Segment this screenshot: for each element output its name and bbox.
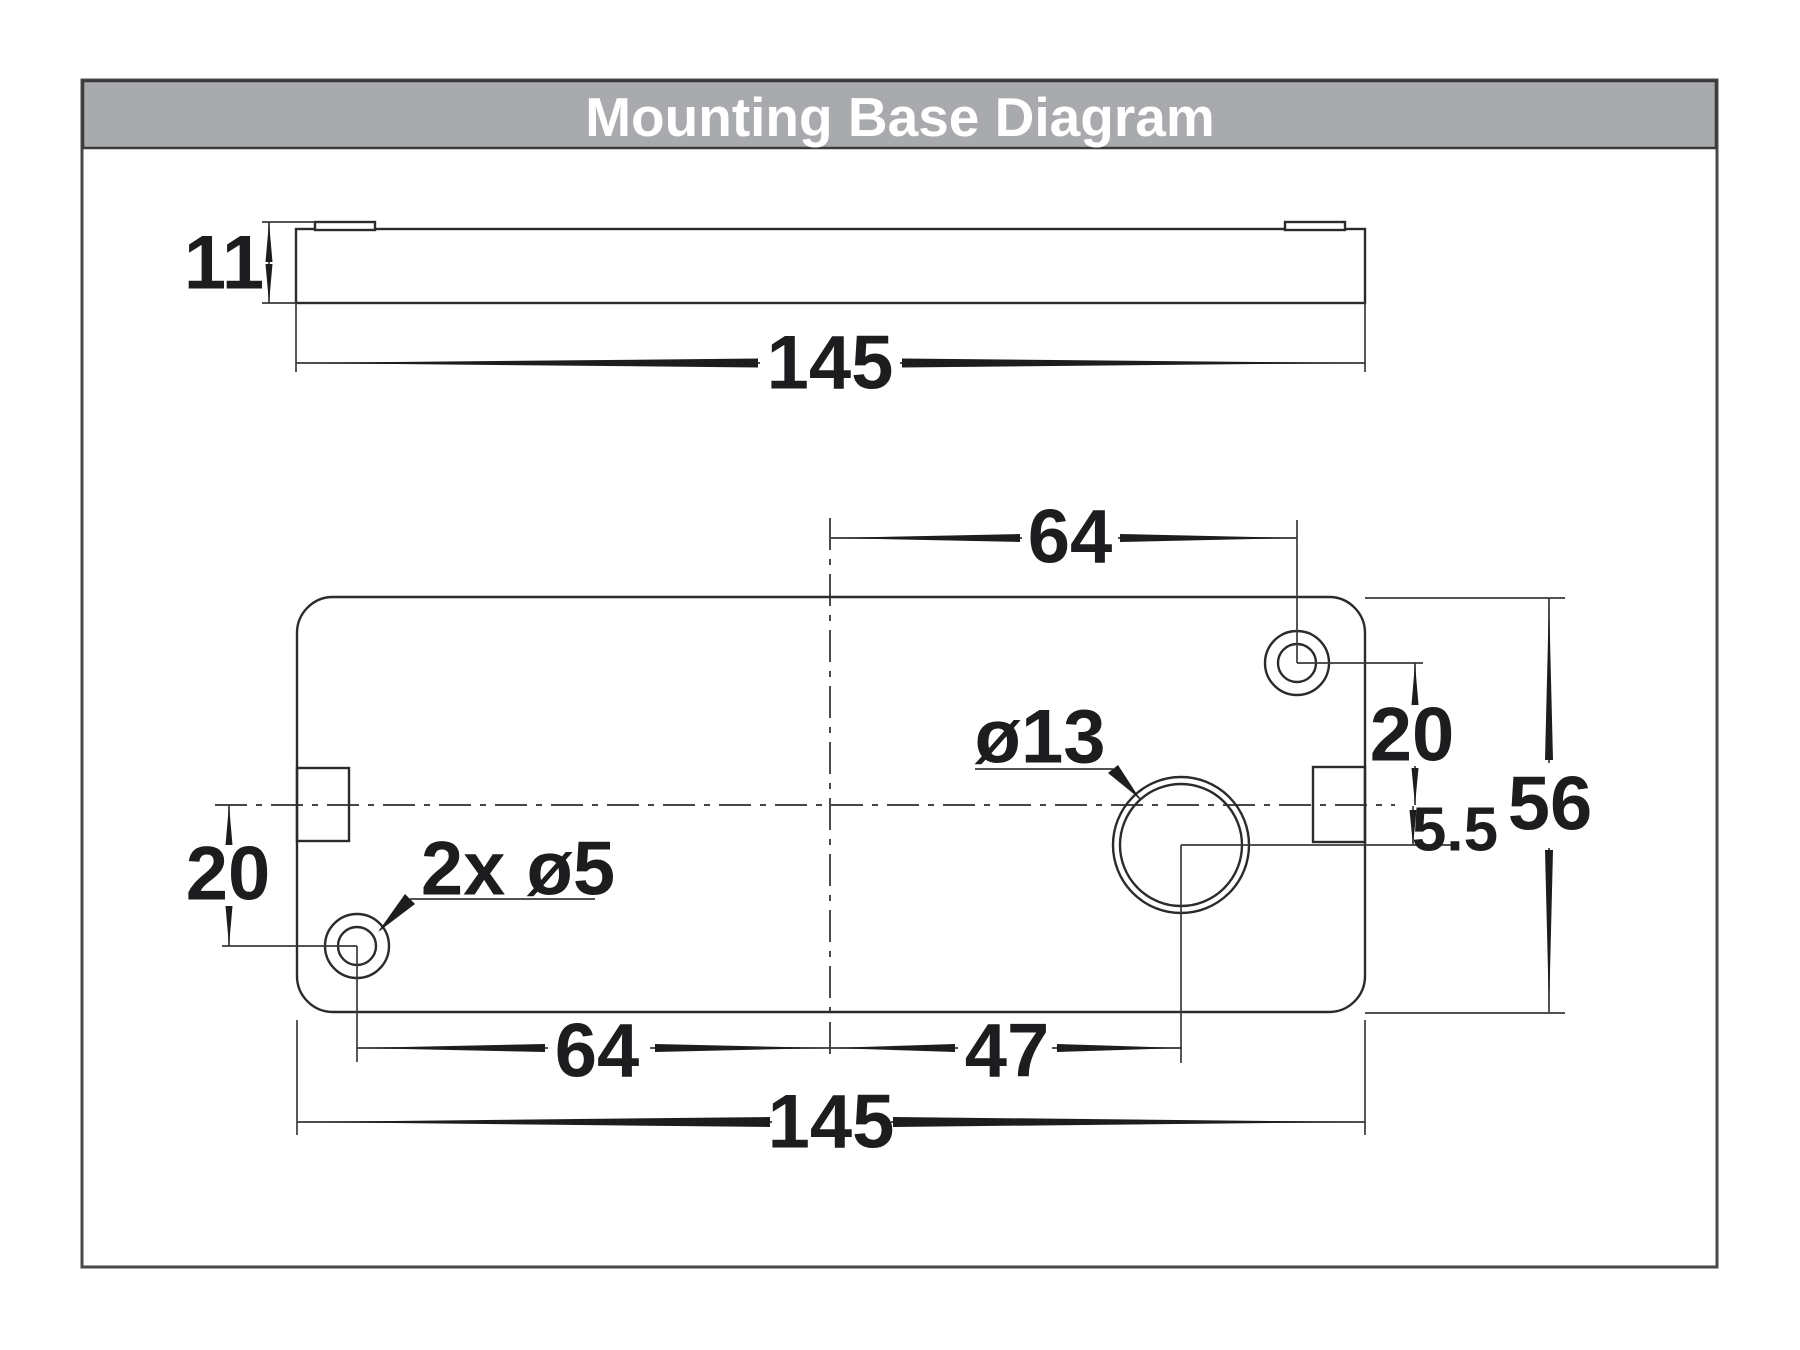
dim-left-vertical-offset: 20: [186, 805, 357, 947]
plan-view-left-tab: [295, 766, 351, 843]
dim-plate-height: 56: [1365, 597, 1593, 1014]
leader-screw-hole-note: 2x ø5: [378, 827, 615, 932]
dim-label-side-width: 145: [767, 321, 894, 406]
dim-right-vertical-offset: 20: [1297, 662, 1455, 805]
dim-label-center-offset: 5.5: [1412, 796, 1498, 865]
page-title: Mounting Base Diagram: [585, 86, 1215, 148]
dim-label-top-hole-offset: 64: [1028, 495, 1113, 580]
dim-center-offset: 5.5: [1181, 796, 1498, 865]
dim-bottom-offsets: 64 47: [356, 845, 1182, 1094]
dim-label-plate-width: 145: [768, 1080, 895, 1165]
dim-top-hole-offset: 64: [831, 495, 1298, 663]
dim-label-plate-height: 56: [1508, 762, 1593, 847]
arrow-right: [902, 358, 1365, 368]
title-bar-background: [81, 79, 1718, 150]
dim-side-thickness: 11: [184, 221, 315, 306]
dim-side-width: 145: [295, 303, 1366, 406]
side-view-body: [294, 227, 1367, 305]
side-view-right-tab: [1283, 220, 1347, 232]
dim-label-left-vertical-offset: 20: [186, 832, 271, 917]
dim-label-side-thickness: 11: [184, 221, 264, 306]
dim-plate-width: 145: [296, 1020, 1366, 1165]
title-bar: Mounting Base Diagram: [81, 79, 1718, 150]
screw-hole-note-label: 2x ø5: [421, 827, 615, 912]
arrow-up: [265, 222, 273, 262]
plan-view-right-tab: [1311, 765, 1367, 844]
leader-big-hole: ø13: [975, 695, 1141, 800]
dim-label-right-vertical-offset: 20: [1370, 693, 1455, 778]
arrow-down: [265, 264, 273, 303]
dim-label-bottom-left-offset: 64: [555, 1009, 640, 1094]
plan-view: 64 2x ø5 ø13 20: [186, 495, 1593, 1165]
dim-label-bottom-right-offset: 47: [965, 1009, 1050, 1094]
big-hole-diameter-label: ø13: [975, 695, 1106, 780]
arrow-left: [296, 358, 758, 368]
side-view: 11 145: [184, 220, 1367, 406]
side-view-left-tab: [313, 220, 377, 232]
